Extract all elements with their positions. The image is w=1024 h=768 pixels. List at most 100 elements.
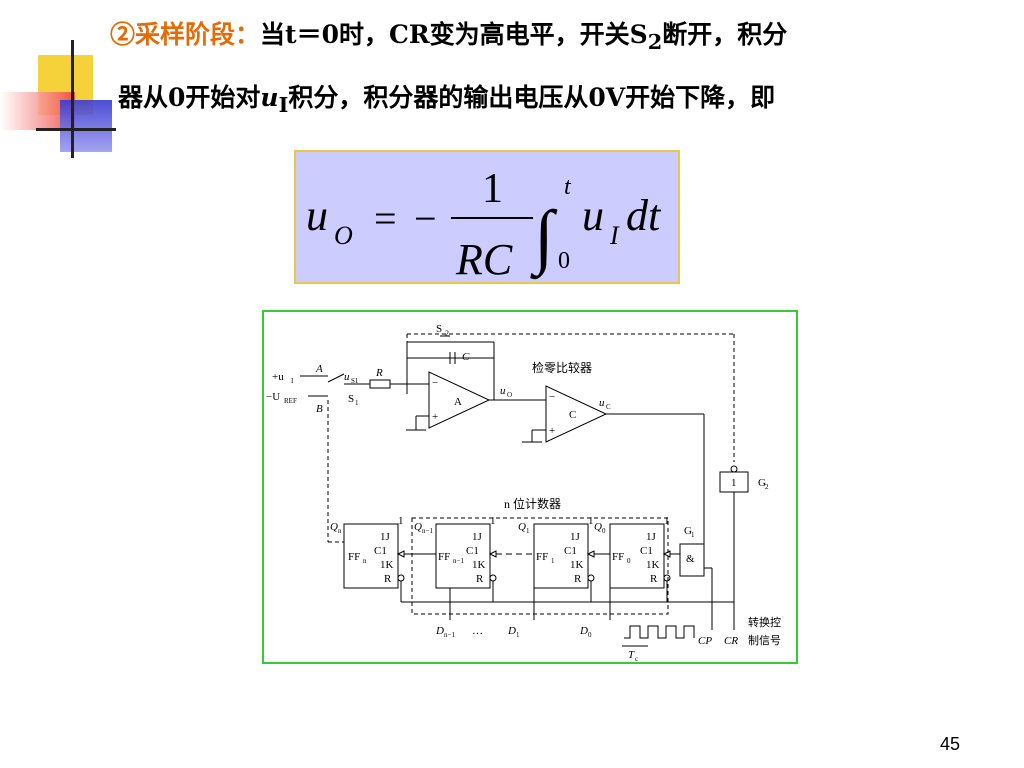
svg-text:C: C <box>606 403 611 411</box>
circuit-svg: S 2 C +u I −U REF A B u S1 S <box>266 323 781 663</box>
s1-label: S <box>348 393 354 405</box>
svg-text:1K: 1K <box>472 559 486 571</box>
adc-circuit-diagram: S 2 C +u I −U REF A B u S1 S <box>262 310 798 664</box>
svg-text:C1: C1 <box>466 545 479 557</box>
input-section: +u I −U REF A B u S1 S 1 R <box>266 363 429 542</box>
svg-text:1: 1 <box>664 515 670 527</box>
svg-text:1J: 1J <box>570 531 581 543</box>
q0-label: Q <box>594 521 602 533</box>
formula-minus: − <box>414 196 437 241</box>
formula-differential: dt <box>626 191 662 240</box>
g1-label: G <box>684 525 692 537</box>
formula-numerator: 1 <box>482 166 503 212</box>
dn1-label: D <box>435 625 444 637</box>
opamp-a: − + A u O <box>406 371 546 431</box>
formula-lhs-sub: O <box>334 221 353 250</box>
svg-text:&: & <box>686 553 695 565</box>
uo-label: u <box>500 385 506 397</box>
svg-text:c: c <box>635 655 638 662</box>
svg-text:I: I <box>291 377 294 385</box>
svg-text:n−1: n−1 <box>444 631 455 639</box>
d1-label: D <box>507 625 516 637</box>
ff-0-label: FF <box>612 551 624 563</box>
integral-sign: ∫ <box>530 196 558 280</box>
svg-text:O: O <box>507 391 512 399</box>
svg-text:1K: 1K <box>646 559 660 571</box>
comparator-title: 检零比较器 <box>532 360 592 375</box>
cp-label: CP <box>698 635 712 647</box>
resistor-label: R <box>375 367 383 379</box>
node-a-label: A <box>315 363 323 375</box>
formula-integrand: u <box>582 191 604 240</box>
qn1-label: Q <box>414 521 422 533</box>
d0-label: D <box>579 625 588 637</box>
node-b-label: B <box>316 403 323 415</box>
svg-text:1: 1 <box>526 527 530 535</box>
formula-integrand-sub: I <box>609 221 620 250</box>
counter-title: n 位计数器 <box>504 496 561 511</box>
svg-text:1: 1 <box>588 515 594 527</box>
flip-flop-1: 1J C1 1K R FF 1 1 <box>533 515 595 589</box>
svg-text:n: n <box>363 557 367 565</box>
switch-s2: S 2 <box>406 323 735 462</box>
cap-label: C <box>462 351 470 363</box>
uc-label: u <box>599 397 605 409</box>
svg-text:1: 1 <box>731 477 737 489</box>
svg-text:0: 0 <box>602 527 606 535</box>
and-gate-g1: & G 1 <box>679 525 713 630</box>
svg-text:2: 2 <box>445 329 449 338</box>
svg-text:1J: 1J <box>472 531 483 543</box>
svg-text:0: 0 <box>588 631 592 639</box>
clock-waveform: T c CP CR 转换控 制信号 <box>622 615 781 663</box>
svg-text:1: 1 <box>551 557 555 565</box>
svg-text:REF: REF <box>284 397 297 405</box>
control-signal-label-1: 转换控 <box>748 615 781 629</box>
svg-text:1: 1 <box>355 399 359 407</box>
svg-text:…: … <box>472 625 483 637</box>
s2-label: S <box>436 323 442 335</box>
formula-svg: u O = − 1 RC ∫ t 0 u I dt <box>306 166 662 284</box>
svg-text:1: 1 <box>516 631 520 639</box>
feedback-capacitor: C <box>406 341 495 394</box>
tc-label: T <box>628 649 635 661</box>
svg-text:C1: C1 <box>374 545 387 557</box>
heading-line-2: 器从0开始对uI积分，积分器的输出电压从0V开始下降，即 <box>118 83 776 117</box>
integral-lower: 0 <box>558 248 570 274</box>
heading-line-1: ②采样阶段：当t＝0时，CR变为高电平，开关S2断开，积分 <box>110 20 788 54</box>
opamp-a-label: A <box>454 396 462 408</box>
q1-label: Q <box>518 521 526 533</box>
integrator-formula: u O = − 1 RC ∫ t 0 u I dt <box>294 150 680 284</box>
integral-upper: t <box>564 174 572 200</box>
ff-n-label: FF <box>348 551 360 563</box>
ff-1-label: FF <box>536 551 548 563</box>
svg-text:R: R <box>650 573 658 585</box>
svg-text:+: + <box>549 425 555 437</box>
qn-label: Q <box>330 521 338 533</box>
control-signal-label-2: 制信号 <box>748 634 781 647</box>
formula-lhs: u <box>306 191 328 240</box>
flip-flop-n-minus-1: 1J C1 1K R FF n−1 1 <box>435 515 497 589</box>
svg-text:1J: 1J <box>646 531 657 543</box>
svg-text:0: 0 <box>627 557 631 565</box>
svg-text:C1: C1 <box>640 545 653 557</box>
svg-text:n: n <box>338 527 342 535</box>
formula-equals: = <box>374 196 397 241</box>
svg-text:1: 1 <box>398 515 404 527</box>
svg-text:n−1: n−1 <box>422 527 433 535</box>
svg-text:1K: 1K <box>380 559 394 571</box>
svg-text:S1: S1 <box>351 377 359 385</box>
svg-text:1J: 1J <box>380 531 391 543</box>
svg-text:R: R <box>574 573 582 585</box>
svg-text:1: 1 <box>490 515 496 527</box>
formula-denominator: RC <box>455 235 513 282</box>
svg-text:R: R <box>384 573 392 585</box>
comparator-c: 检零比较器 − + C u C <box>522 360 705 538</box>
ff-n1-label: FF <box>438 551 450 563</box>
svg-text:C1: C1 <box>564 545 577 557</box>
svg-text:−: − <box>432 377 438 389</box>
input-neg-label: −U <box>266 391 280 403</box>
svg-text:1: 1 <box>691 531 695 539</box>
cr-label: CR <box>724 635 738 647</box>
svg-text:n−1: n−1 <box>453 557 464 565</box>
svg-text:1K: 1K <box>570 559 584 571</box>
